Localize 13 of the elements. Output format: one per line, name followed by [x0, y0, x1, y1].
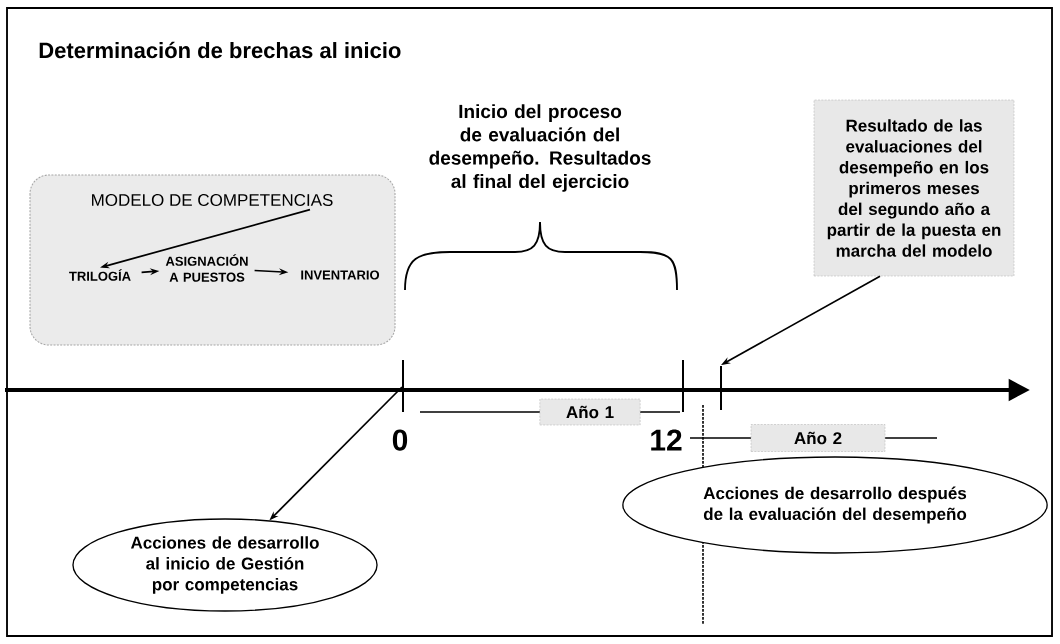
tick-mark — [402, 359, 404, 413]
step-label: INVENTARIO — [301, 270, 380, 280]
title: Determinación de brechas al inicio — [39, 41, 401, 59]
node-label: Acciones de desarrollo después de la evaluación del desempeño — [703, 486, 967, 524]
step-label: TRILOGÍA — [69, 269, 131, 281]
step-label: ASIGNACIÓN A PUESTOS — [165, 254, 248, 282]
tick-mark — [720, 365, 722, 411]
note-box: Resultado de las evaluaciones del desempeño en los primeros meses del segundo año a partir de la puesta en marcha del modelo — [813, 99, 1015, 277]
axis-label: 12 — [651, 429, 682, 451]
year-box: Año 2 — [750, 424, 886, 452]
annotation-text: Inicio del proceso de evaluación del desempeño. Resultados al final del ejercicio — [429, 104, 651, 192]
axis-label: 0 — [392, 429, 408, 451]
year-box: Año 1 — [539, 398, 641, 426]
